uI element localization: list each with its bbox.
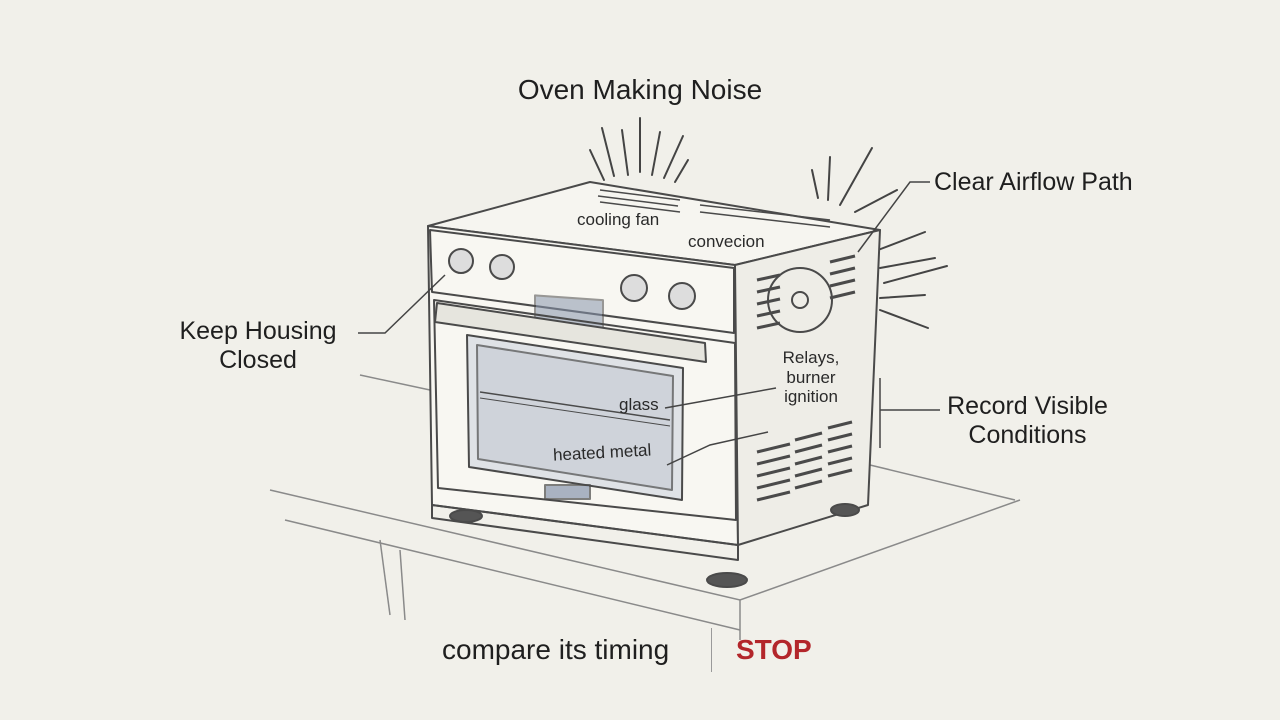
part-label-glass: glass (619, 395, 659, 414)
part-label-convection: convecion (688, 232, 765, 251)
part-label-relays-burner-ignition: Relays, burner ignition (782, 348, 840, 407)
leader-lines (358, 181, 940, 466)
footer-divider (711, 628, 712, 672)
footer-stop: STOP (736, 634, 812, 665)
noise-lines-right (811, 147, 948, 329)
callout-record-visible-conditions: Record Visible Conditions (947, 392, 1108, 449)
callout-clear-airflow-path: Clear Airflow Path (934, 168, 1133, 196)
countertop (269, 374, 1021, 640)
noise-lines-top (589, 117, 689, 183)
oven-body (427, 181, 881, 588)
part-label-cooling-fan: cooling fan (577, 210, 660, 229)
footer-compare-timing: compare its timing (442, 634, 670, 665)
callout-keep-housing-closed: Keep Housing Closed (179, 317, 337, 374)
diagram-title: Oven Making Noise (517, 74, 763, 105)
